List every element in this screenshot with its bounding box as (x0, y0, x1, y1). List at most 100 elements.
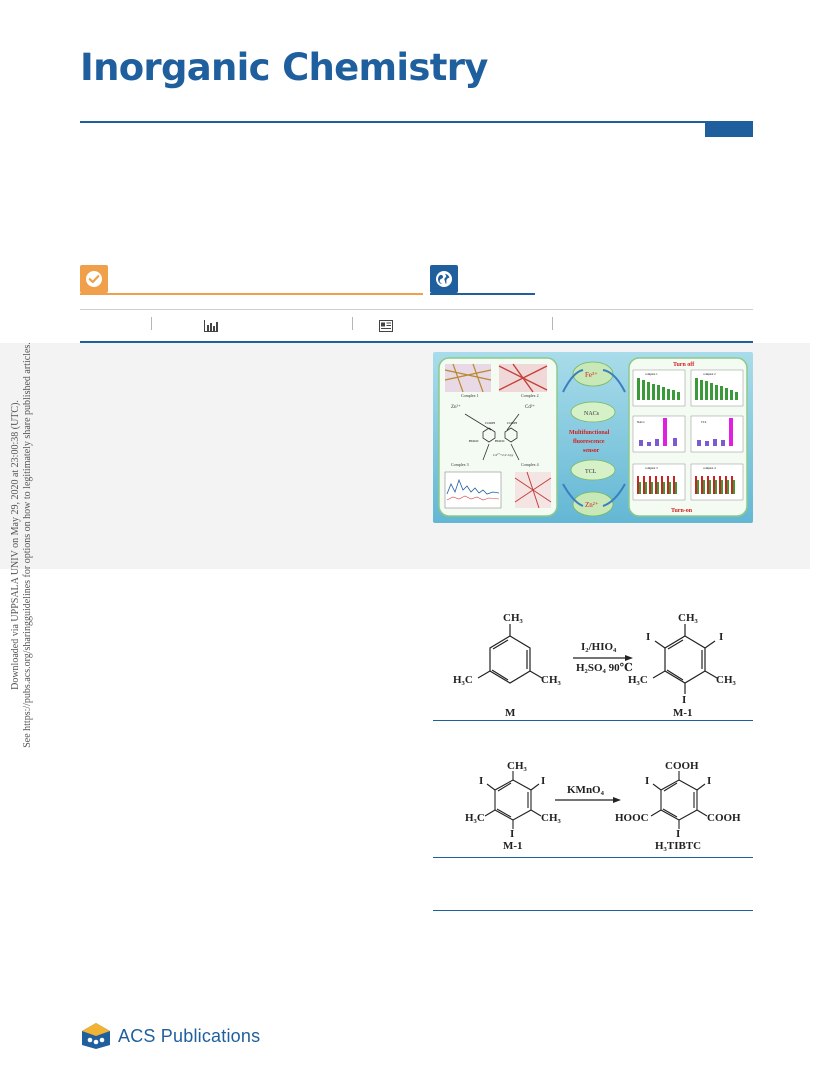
analyte-tcl: TCL (570, 459, 616, 481)
chart-label-nacs: NACs (637, 420, 645, 424)
m1-h3c: H₃C (465, 812, 485, 824)
chart-label-c4: complex 4 (703, 466, 716, 470)
sensor-line-2: fluorescence (573, 439, 605, 445)
triiodomesitylene-structure: CH₃ I I I H₃C CH₃ (628, 612, 737, 706)
label-complex-2: Complex 2 (521, 393, 539, 398)
bar-chart-icon[interactable] (204, 320, 218, 332)
metrics-bottom-rule (80, 341, 753, 343)
label-zn-left: Zn²⁺ (451, 404, 461, 410)
ch3-right: CH₃ (541, 674, 562, 686)
spectrum-plot (444, 471, 502, 509)
metrics-divider (552, 317, 553, 330)
crystal-structure-4 (514, 471, 552, 509)
crystal-structure-2 (498, 363, 548, 393)
label-nacs: NACs (584, 411, 600, 417)
label-hooc-left: HOOC (469, 439, 480, 443)
publisher-name: ACS Publications (118, 1025, 261, 1046)
m1-iodo-bottom: I (510, 828, 514, 840)
label-cooh-left: COOH (485, 421, 495, 425)
crystal-structure-1 (444, 363, 492, 393)
globe-badge[interactable] (430, 265, 458, 293)
bar-chart-complex-4: complex 4 (690, 463, 744, 501)
scheme-3-rule (433, 910, 753, 911)
ligand-structure: COOH COOH HOOC HOOC (464, 413, 520, 461)
scheme-1-rule (433, 720, 753, 721)
tibtc-iodo-bottom: I (676, 828, 680, 840)
label-cd-right: Cd²⁺ (525, 404, 535, 410)
chart-label-tcl: TCL (701, 420, 707, 424)
label-complex-3: Complex 3 (451, 462, 469, 467)
analyte-fe: Fe³⁺ (572, 361, 614, 387)
label-cooh-right: COOH (507, 421, 517, 425)
download-note-line-2: See https://pubs.acs.org/sharingguidelin… (22, 342, 33, 748)
iodo-left: I (646, 631, 650, 643)
metrics-top-rule (80, 309, 753, 310)
bar-chart-complex-2: complex 2 (690, 369, 744, 407)
ch3-product-right: CH₃ (716, 674, 737, 686)
badge-underline-blue (430, 293, 535, 295)
label-fe: Fe³⁺ (585, 371, 598, 379)
bar-chart-nacs: NACs (632, 415, 686, 453)
label-tcl: TCL (585, 469, 597, 475)
article-icon[interactable] (379, 320, 393, 332)
scheme-2-rule (433, 857, 753, 858)
analyte-nacs: NACs (570, 401, 616, 423)
tibtc-iodo-right: I (707, 775, 711, 787)
reagent-kmno4: KMnO₄ (567, 784, 605, 796)
globe-icon (436, 271, 452, 287)
header-rule (80, 121, 753, 123)
download-note-line-1: Downloaded via UPPSALA UNIV on May 29, 2… (10, 400, 21, 690)
m1-iodo-right: I (541, 775, 545, 787)
label-m1: M-1 (673, 707, 693, 719)
label-h3tibtc: H₃TIBTC (655, 840, 701, 852)
m1-ch3-top: CH₃ (507, 760, 528, 772)
h3c-left: H₃C (453, 674, 473, 686)
ch3-top: CH₃ (503, 612, 524, 624)
acs-hexagon-icon (82, 1023, 110, 1049)
reagent-top: I₂/HIO₄ (581, 641, 617, 653)
metrics-divider (352, 317, 353, 330)
label-complex-1: Complex 1 (461, 393, 479, 398)
badge-underline-orange (80, 293, 423, 295)
label-m: M (505, 707, 516, 719)
label-zn: Zn²⁺ (585, 501, 599, 509)
h3c-product: H₃C (628, 674, 648, 686)
header-tab (705, 123, 753, 137)
label-turn-on: Turn-on (671, 508, 693, 514)
m1-structure: CH₃ I I I H₃C CH₃ (465, 760, 562, 840)
toc-graphic: Complex 1 Complex 2 Zn²⁺ Cd²⁺ COOH COOH … (433, 352, 753, 523)
analyte-zn: Zn²⁺ (572, 491, 614, 517)
bar-chart-tcl: TCL (690, 415, 744, 453)
hooc-left: HOOC (615, 812, 649, 824)
journal-title: Inorganic Chemistry (80, 46, 488, 89)
chart-label-c1: complex 1 (645, 372, 658, 376)
scheme-2: CH₃ I I I H₃C CH₃ M-1 KMnO₄ COOH I I I H… (465, 760, 741, 852)
label-hooc-right: HOOC (495, 439, 506, 443)
m1-iodo-left: I (479, 775, 483, 787)
reagent-bottom: H₂SO₄ 90℃ (576, 662, 633, 674)
acs-publications-logo[interactable]: ACS Publications (80, 1022, 260, 1050)
sensor-line-1: Multifunctional (569, 430, 610, 436)
cooh-top: COOH (665, 760, 699, 772)
tibtc-iodo-left: I (645, 775, 649, 787)
iodo-bottom: I (682, 694, 686, 706)
label-m1-start: M-1 (503, 840, 523, 852)
chart-label-c3: complex 3 (645, 466, 658, 470)
sensor-line-3: sensor (583, 448, 600, 454)
chart-label-c2: complex 2 (703, 372, 716, 376)
label-turn-off: Turn off (673, 362, 695, 368)
bar-chart-complex-1: complex 1 (632, 369, 686, 407)
bar-chart-complex-3: complex 3 (632, 463, 686, 501)
checkmark-icon (86, 271, 102, 287)
m1-ch3-right: CH₃ (541, 812, 562, 824)
iodo-right: I (719, 631, 723, 643)
mesitylene-structure: CH₃ H₃C CH₃ (453, 612, 562, 686)
cooh-right: COOH (707, 812, 741, 824)
download-note: Downloaded via UPPSALA UNIV on May 29, 2… (10, 330, 34, 760)
scheme-1: CH₃ H₃C CH₃ M I₂/HIO₄ H₂SO₄ 90℃ CH₃ I I … (453, 612, 737, 719)
metrics-divider (151, 317, 152, 330)
ch3-product-top: CH₃ (678, 612, 699, 624)
checkmark-badge[interactable] (80, 265, 108, 293)
label-complex-4: Complex 4 (521, 462, 539, 467)
label-cd-bpy: Cd²⁺+2,2'-bpy (493, 453, 514, 458)
